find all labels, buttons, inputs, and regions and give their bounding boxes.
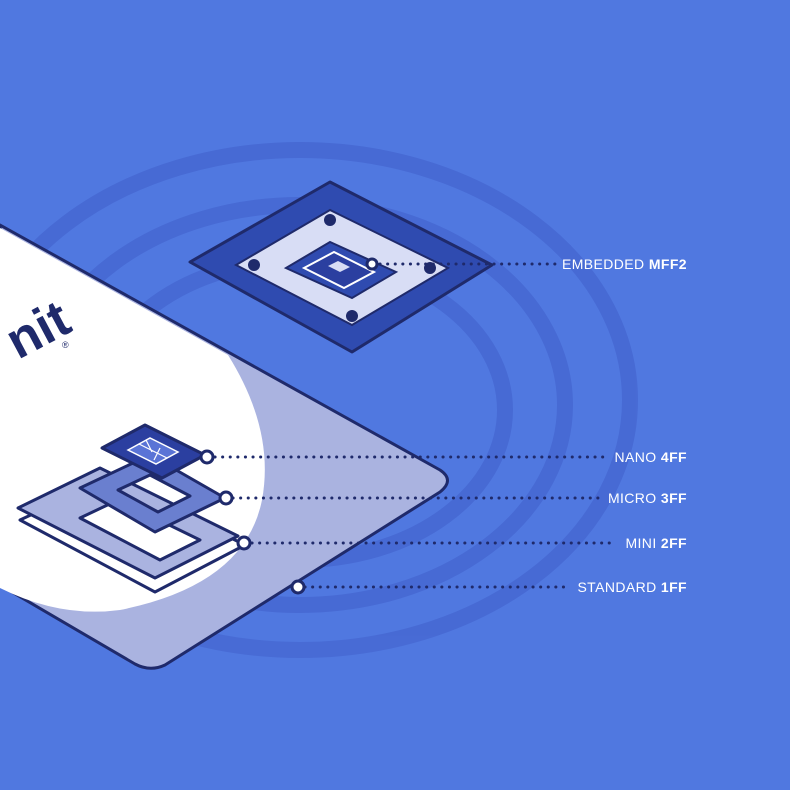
label-standard-1ff: STANDARD 1FF xyxy=(577,579,687,595)
endpoint-mff2 xyxy=(365,257,379,271)
endpoint-2ff xyxy=(236,535,252,551)
chip-hole-bottom xyxy=(346,310,358,322)
ring-outer xyxy=(0,142,638,658)
endpoint-4ff xyxy=(199,449,215,465)
format-code: 4FF xyxy=(660,449,687,465)
format-code: MFF2 xyxy=(648,256,687,272)
format-name: EMBEDDED xyxy=(562,256,645,272)
format-code: 2FF xyxy=(660,535,687,551)
format-code: 1FF xyxy=(660,579,687,595)
chip-hole-left xyxy=(248,259,260,271)
nano-sim xyxy=(100,423,207,480)
chip-core-center xyxy=(328,261,350,272)
leader-endpoints xyxy=(199,257,379,595)
nano-sim-contact-lines xyxy=(138,439,168,461)
chip-plate xyxy=(233,208,451,327)
endpoint-1ff xyxy=(290,579,306,595)
label-embedded-mff2: EMBEDDED MFF2 xyxy=(562,256,687,272)
label-mini-2ff: MINI 2FF xyxy=(625,535,687,551)
format-name: MINI xyxy=(625,535,657,551)
format-code: 3FF xyxy=(660,490,687,506)
label-micro-3ff: MICRO 3FF xyxy=(608,490,687,506)
format-name: MICRO xyxy=(607,490,657,506)
format-name: NANO xyxy=(614,449,657,465)
format-name: STANDARD xyxy=(577,579,657,595)
brand-registered-mark: ® xyxy=(62,340,69,350)
leader-lines xyxy=(213,262,616,589)
embedded-mff2-chip xyxy=(188,180,494,354)
chip-hole-top xyxy=(324,214,336,226)
endpoint-3ff xyxy=(218,490,234,506)
label-nano-4ff: NANO 4FF xyxy=(615,449,687,465)
mini-sim-frame xyxy=(16,466,240,580)
